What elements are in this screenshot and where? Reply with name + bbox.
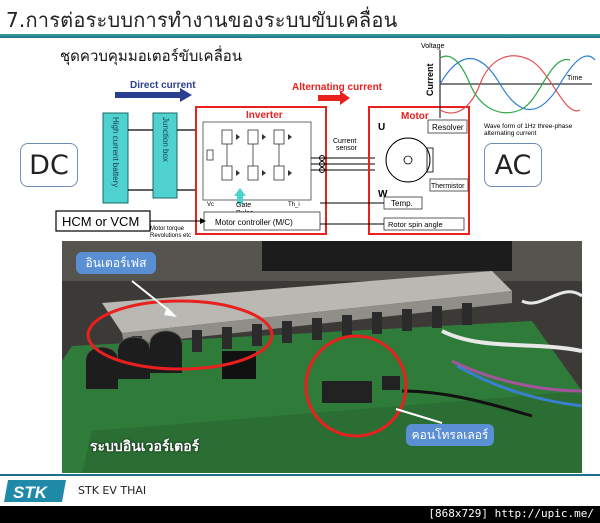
footer-brand: STK EV THAI [78,484,147,497]
motor-block: Motor U W Resolver Thermistor Temp. Roto… [368,106,470,235]
drive-system-diagram: Direct current Alternating current High … [55,43,596,239]
three-phase-waveform: Voltage Current Time Wave form of 1Hz th… [421,43,596,137]
inverter-board-photo [62,241,582,473]
slide-title: 7.การต่อระบบการทำงานของระบบขับเคลื่อน [6,8,398,32]
direct-current-arrow: Direct current [115,80,196,102]
current-axis-label: Current [425,63,435,96]
watermark: [868x729] http://upic.me/ [428,507,594,520]
resolver-label: Resolver [432,123,464,132]
waveform-caption-line1: Wave form of 1Hz three-phase [484,123,573,130]
footer-rule [0,474,600,476]
footer-bar [0,506,600,523]
time-label: Time [567,75,582,82]
th-i-label: Th_i [288,202,300,208]
motor-label: Motor [401,111,429,122]
phase-u-label: U [378,122,385,133]
phase-w-label: W [378,189,388,200]
inverter-phase-highlight [86,299,274,371]
rotor-spin-angle-label: Rotor spin angle [388,220,443,229]
controller-highlight [304,334,408,438]
diagram-subtitle: ชุดควบคุมมอเตอร์ขับเคลื่อน [60,47,243,65]
photo-caption: ระบบอินเวอร์เตอร์ [90,439,200,455]
vc-label: Vc [207,202,214,208]
inverter-label: Inverter [246,110,283,121]
hcm-vcm-block: HCM or VCM Motor torque Revolutions etc [55,210,206,239]
alternating-current-arrow: Alternating current [292,82,383,105]
motor-torque-line1: Motor torque [150,226,185,232]
direct-current-label: Direct current [130,80,196,91]
battery-label: High current battery [111,117,120,187]
thermistor-label: Thermistor [431,183,465,190]
waveform-caption-line2: alternating current [484,130,537,137]
ac-badge: AC [484,143,542,187]
junction-box-label: Junction box [161,117,170,162]
temp-label: Temp. [391,199,413,208]
current-sensor-line1: Current [333,138,356,145]
controller-callout: คอนโทรลเลอร์ [406,424,494,446]
motor-torque-line2: Revolutions etc [150,233,191,239]
alternating-current-label: Alternating current [292,82,383,93]
motor-controller-label: Motor controller (M/C) [215,218,293,227]
gate-label: Gate [236,202,251,209]
stk-logo-text: STK [13,483,49,502]
current-sensor-line2: sensor [336,145,358,152]
junction-box: Junction box [152,112,178,199]
dc-badge: DC [20,143,78,187]
voltage-label: Voltage [421,43,444,50]
hcm-vcm-label: HCM or VCM [62,214,139,229]
battery-block: High current battery [102,112,129,204]
current-sensor: Current sensor [311,138,375,173]
inverter-block: Inverter Gate Pulse Vc Th_i Motor contro… [195,106,327,235]
inverter-phase-callout: อินเตอร์เฟส [76,252,156,274]
title-rule [0,34,600,38]
stk-logo: STK [4,480,66,502]
